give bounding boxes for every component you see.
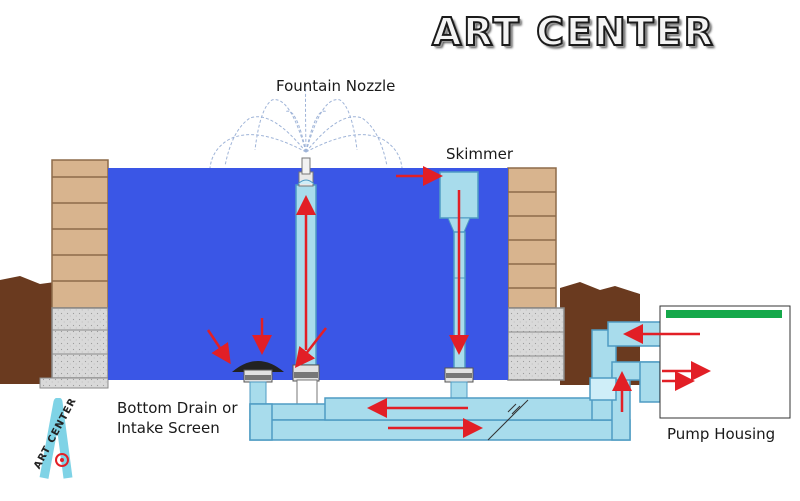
flow-arrow-drain-diag [206, 329, 231, 365]
pipe-break-marks [487, 399, 529, 441]
flow-arrow-riser-diag [294, 327, 327, 368]
brand-title: ART CENTER [431, 9, 715, 55]
pump-housing-label: Pump Housing [667, 425, 776, 443]
fountain-nozzle-label: Fountain Nozzle [276, 77, 396, 95]
left-retaining-wall [39, 159, 109, 389]
bottom-drain [232, 361, 284, 409]
bottom-drain-label-line2: Intake Screen [117, 419, 220, 437]
art-center-logo: ART CENTER [22, 396, 82, 484]
flow-arrows [206, 166, 711, 438]
logo-graphic [39, 397, 73, 479]
bottom-drain-label-line1: Bottom Drain or [117, 399, 238, 417]
fountain-spray [209, 81, 403, 169]
skimmer-label: Skimmer [446, 145, 513, 163]
right-retaining-wall [507, 167, 565, 381]
pump-housing-box [659, 305, 791, 419]
